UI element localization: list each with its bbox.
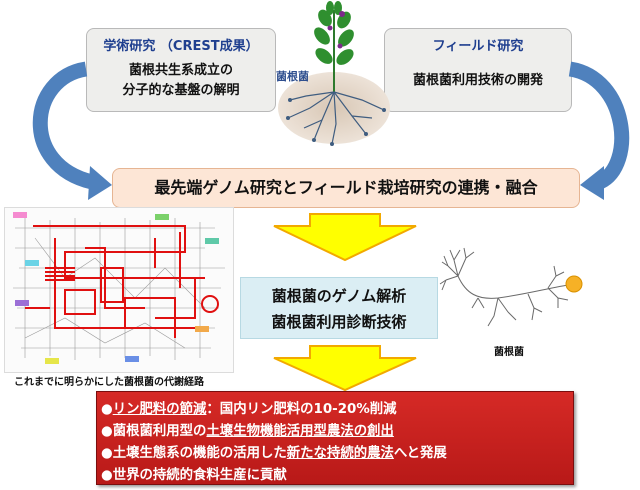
left-curved-arrow-shaft bbox=[32, 61, 95, 190]
result-3-end: へと発展 bbox=[393, 446, 447, 461]
plant-label: 菌根菌 bbox=[276, 70, 309, 83]
bullet-1: ● bbox=[101, 402, 113, 417]
result-1-highlight: リン肥料の節減 bbox=[112, 402, 207, 417]
bullet-3: ● bbox=[101, 446, 113, 461]
field-research-line1: 菌根菌利用技術の開発 bbox=[412, 73, 543, 88]
genome-analysis-line1: 菌根菌のゲノム解析 bbox=[271, 287, 407, 305]
field-research-title: フィールド研究 bbox=[432, 39, 524, 54]
results-box: ●リン肥料の節減：国内リン肥料の10-20%削減 ●菌根菌利用型の土壌生物機能活… bbox=[96, 391, 574, 485]
metabolic-pathway-map bbox=[13, 212, 225, 364]
collaboration-box: 最先端ゲノム研究とフィールド栽培研究の連携・融合 bbox=[112, 168, 580, 208]
result-item-1: ●リン肥料の節減：国内リン肥料の10-20%削減 bbox=[101, 397, 569, 417]
plant-flowers bbox=[327, 11, 345, 49]
result-2-highlight: 土壌生物機能活用型農法の創出 bbox=[206, 424, 394, 439]
result-3-start: 土壌生態系の機能の活用した bbox=[112, 446, 287, 461]
fungus-hyphae bbox=[439, 247, 575, 327]
right-curved-arrow-shaft bbox=[568, 61, 630, 189]
fungus-illustration bbox=[439, 247, 583, 327]
down-arrow-2 bbox=[273, 345, 417, 392]
fungus-spore bbox=[565, 275, 583, 293]
fungus-caption: 菌根菌 bbox=[494, 347, 524, 358]
result-1-rest: ：国内リン肥料の10-20%削減 bbox=[206, 402, 397, 417]
left-curved-arrow-head bbox=[88, 166, 112, 200]
genome-analysis-box: 菌根菌のゲノム解析 菌根菌利用診断技術 bbox=[240, 277, 438, 339]
bullet-2: ● bbox=[101, 424, 113, 439]
metabolic-map-panel bbox=[4, 207, 234, 373]
genome-analysis-line2: 菌根菌利用診断技術 bbox=[271, 313, 407, 331]
flow-arrows bbox=[32, 61, 630, 200]
down-arrow-1 bbox=[273, 213, 417, 262]
result-item-3: ●土壌生態系の機能の活用した新たな持続的農法へと発展 bbox=[101, 441, 569, 461]
academic-research-box: 学術研究 （CREST成果） 菌根共生系成立の 分子的な基盤の解明 bbox=[86, 28, 276, 112]
right-curved-arrow-head bbox=[580, 166, 604, 200]
map-color-tags bbox=[13, 212, 219, 364]
field-research-box: フィールド研究 菌根菌利用技術の開発 bbox=[384, 28, 572, 112]
bullet-4: ● bbox=[101, 468, 113, 483]
root-tips bbox=[286, 98, 386, 146]
result-4-text: 世界の持続的食料生産に貢献 bbox=[112, 468, 287, 483]
result-2-start: 菌根菌利用型の bbox=[112, 424, 207, 439]
result-item-4: ●世界の持続的食料生産に貢献 bbox=[101, 463, 569, 483]
result-3-highlight: 新たな持続的農法 bbox=[286, 446, 394, 461]
result-item-2: ●菌根菌利用型の土壌生物機能活用型農法の創出 bbox=[101, 419, 569, 439]
academic-research-line2: 分子的な基盤の解明 bbox=[122, 83, 240, 98]
metabolic-map-caption: これまでに明らかにした菌根菌の代謝経路 bbox=[14, 377, 204, 388]
soil-area bbox=[278, 72, 390, 144]
plant-illustration bbox=[278, 1, 390, 146]
academic-research-title: 学術研究 （CREST成果） bbox=[103, 39, 259, 54]
academic-research-line1: 菌根共生系成立の bbox=[128, 63, 233, 78]
plant-roots bbox=[287, 91, 385, 145]
